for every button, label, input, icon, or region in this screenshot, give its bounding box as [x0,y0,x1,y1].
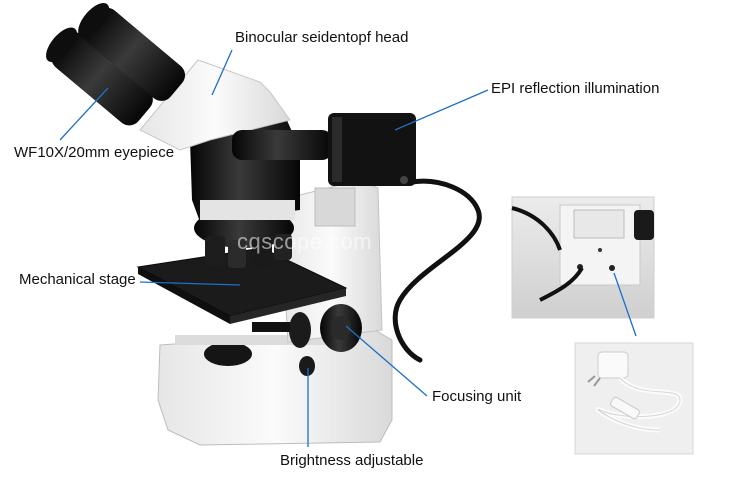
label-epi-illumination: EPI reflection illumination [491,80,660,97]
callout-eyepiece [59,87,109,141]
callout-epi [394,89,489,131]
label-eyepiece: WF10X/20mm eyepiece [14,144,175,161]
callout-inset [613,272,637,337]
callout-head [211,49,233,96]
arm-badge [314,187,356,227]
label-brightness: Brightness adjustable [280,452,424,469]
microscope-base [157,329,393,446]
label-mechanical-stage: Mechanical stage [19,271,136,288]
epi-illuminator [232,113,416,186]
power-cable [392,178,482,363]
brightness-knob [299,356,315,376]
light-port [204,342,252,366]
mechanical-stage [136,247,348,332]
callout-focus [345,325,428,397]
callout-stage [139,281,241,286]
watermark: cqscope.com [237,229,373,254]
inset-power-adapter [574,342,694,455]
inset-rear-panel [511,196,655,319]
binocular-head [139,59,291,151]
callout-lines [59,49,637,447]
eyepieces [46,3,186,126]
label-binocular-head: Binocular seidentopf head [235,29,409,46]
focusing-knob [289,304,362,376]
fine-focus-knob [289,312,311,348]
label-focusing-unit: Focusing unit [432,388,522,405]
